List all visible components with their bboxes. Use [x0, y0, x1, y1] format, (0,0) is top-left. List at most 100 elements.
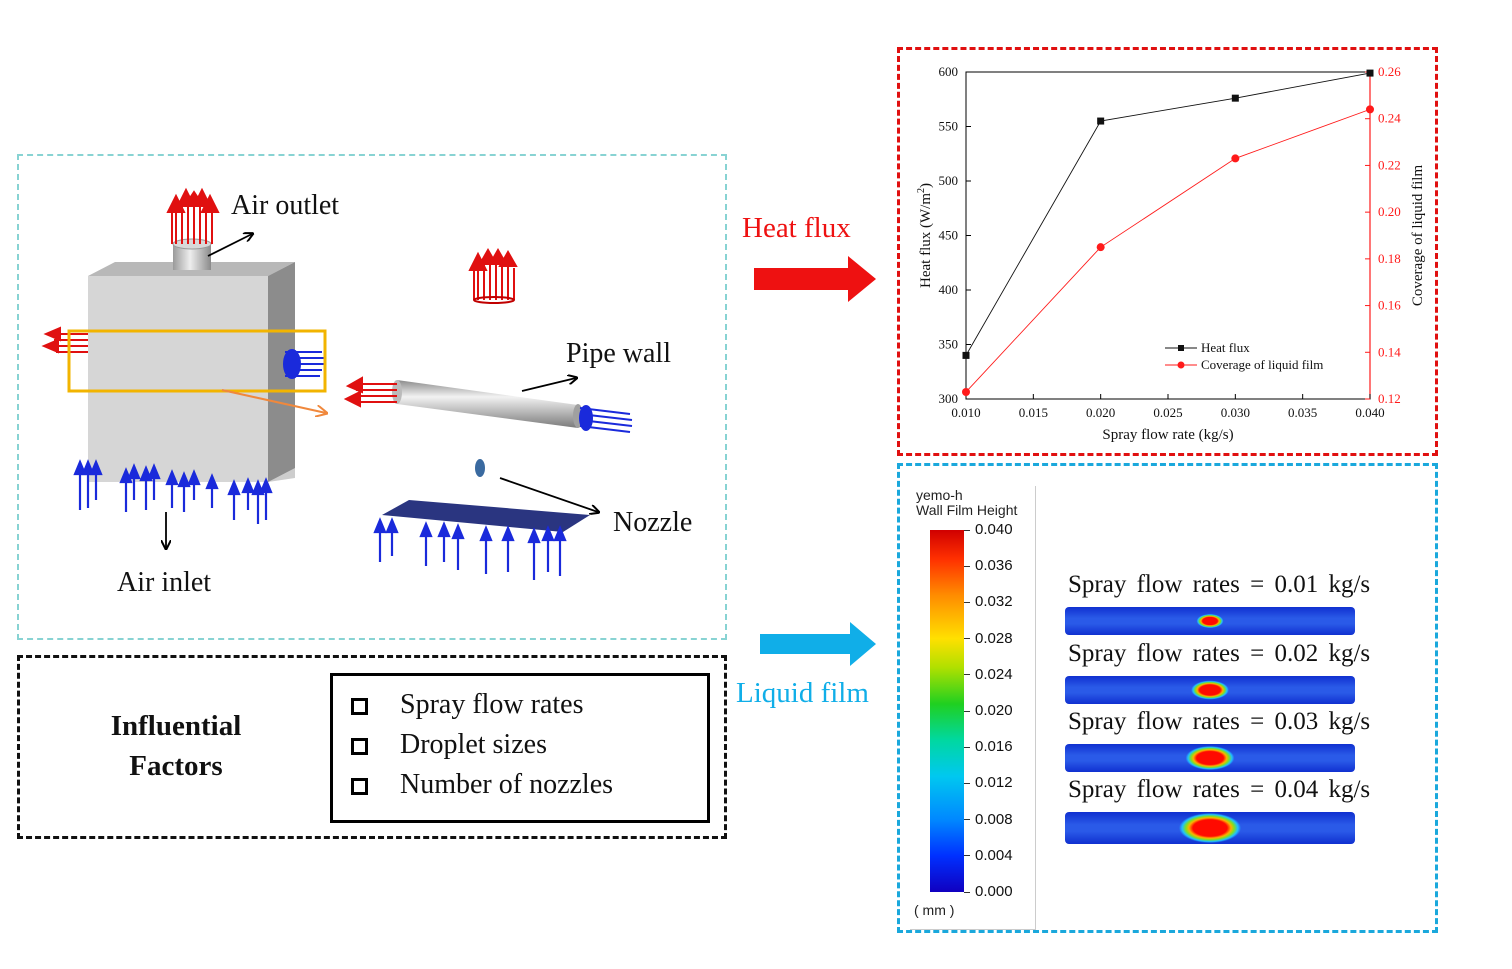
x-tick-label: 0.010: [951, 405, 980, 420]
colorbar-tick: [964, 819, 970, 821]
film-panel: [897, 463, 1438, 933]
colorbar-tick: [964, 674, 970, 676]
pipe-inlet-arrows: [343, 376, 397, 408]
y-tick-label: 450: [939, 228, 959, 243]
colorbar-header-line1: yemo-h: [916, 487, 963, 503]
film-case-label: Spray flow rates = 0.02 kg/s: [1068, 640, 1371, 667]
legend-label: Coverage of liquid film: [1201, 357, 1323, 372]
colorbar-tick: [964, 565, 970, 567]
colorbar-tick: [964, 891, 970, 893]
y-tick-label: 550: [939, 119, 959, 134]
liquid-film-label: Liquid film: [736, 677, 869, 709]
colorbar-unit: ( mm ): [914, 902, 955, 918]
colorbar-tick: [964, 638, 970, 640]
nozzle-pointer: [499, 477, 598, 512]
y2-tick-label: 0.12: [1378, 391, 1401, 406]
inlet-arrows: [73, 459, 273, 524]
colorbar-tick: [964, 855, 970, 857]
heat-flux-arrow-icon: [754, 256, 876, 302]
highlight-box: [67, 329, 327, 393]
y2-tick-label: 0.14: [1378, 344, 1401, 359]
plot-frame: [965, 71, 1371, 400]
y2-tick-label: 0.24: [1378, 111, 1401, 126]
data-point: [1231, 94, 1239, 102]
outlet-arrows-detached: [468, 247, 518, 304]
nozzle-marker: [475, 459, 485, 477]
film-contour-pipe: [1065, 676, 1355, 704]
pipe-wall-pointer: [521, 378, 576, 392]
y-tick-label: 500: [939, 173, 959, 188]
y2-tick-label: 0.22: [1378, 157, 1401, 172]
data-point: [1366, 105, 1374, 114]
inlet-plate: [382, 500, 590, 532]
factors-title: Influential Factors: [96, 706, 256, 786]
y2-tick-label: 0.20: [1378, 204, 1401, 219]
heat-flux-label: Heat flux: [742, 212, 851, 244]
data-point: [1096, 243, 1105, 252]
legend-marker: [1177, 361, 1185, 369]
factors-panel: [17, 655, 727, 839]
nozzle-label: Nozzle: [613, 507, 693, 538]
air-inlet-label: Air inlet: [117, 567, 212, 598]
checkbox-icon[interactable]: [351, 698, 368, 716]
colorbar-tick-label: 0.040: [975, 521, 1013, 538]
colorbar-tick: [964, 782, 970, 784]
film-case-label: Spray flow rates = 0.01 kg/s: [1068, 571, 1371, 598]
factor-item: Number of nozzles: [351, 769, 613, 801]
pipe-outlet-arrows: [579, 405, 633, 433]
colorbar-tick-label: 0.036: [975, 557, 1013, 575]
colorbar-tick: [964, 710, 970, 712]
factor-item: Spray flow rates: [351, 689, 584, 721]
colorbar-header: yemo-h Wall Film Height: [916, 488, 1017, 518]
colorbar-tick-label: 0.012: [975, 774, 1013, 792]
colorbar-tick-label: 0.024: [975, 665, 1013, 683]
colorbar-tick-label: 0.004: [975, 846, 1013, 864]
model-panel: [17, 154, 727, 640]
colorbar-tick-label: 0.016: [975, 738, 1013, 756]
data-point: [1231, 154, 1240, 163]
liquid-film-arrow-icon: [760, 622, 876, 666]
air-outlet-pointer: [207, 234, 252, 257]
colorbar-tick: [964, 601, 970, 603]
colorbar-tick-label: 0.020: [975, 702, 1013, 719]
air-outlet-label: Air outlet: [231, 190, 340, 221]
factors-list: Spray flow rates Droplet sizes Number of…: [330, 673, 710, 823]
film-contour-pipe: [1065, 607, 1355, 635]
factors-title-line2: Factors: [129, 750, 223, 782]
series-line-coverage: [965, 108, 1371, 393]
x-tick-label: 0.020: [1086, 405, 1115, 420]
factors-title-line1: Influential: [110, 710, 242, 742]
data-point: [1366, 69, 1374, 77]
film-panel-inner: [910, 486, 1036, 930]
checkbox-icon[interactable]: [351, 738, 368, 756]
data-point: [962, 387, 970, 396]
colorbar: [930, 530, 964, 892]
pipe: [392, 380, 583, 428]
duct-box: [88, 262, 295, 482]
checkbox-icon[interactable]: [351, 778, 368, 796]
y-tick-label: 600: [939, 64, 959, 79]
film-case-label: Spray flow rates = 0.03 kg/s: [1068, 708, 1371, 735]
x-tick-label: 0.030: [1221, 405, 1250, 420]
colorbar-tick-label: 0.028: [975, 629, 1013, 647]
x-tick-label: 0.035: [1288, 405, 1317, 420]
y-tick-label: 350: [939, 337, 959, 352]
y-tick-label: 300: [939, 391, 959, 406]
y-axis-title: Heat flux (W/m2): [916, 183, 934, 288]
plate-inlet-arrows: [373, 517, 567, 580]
film-contour-pipe: [1065, 812, 1355, 844]
x-tick-label: 0.040: [1355, 405, 1384, 420]
y-tick-label: 400: [939, 282, 959, 297]
film-case-label: Spray flow rates = 0.04 kg/s: [1068, 776, 1371, 803]
outlet-arrows: [166, 187, 220, 244]
data-point: [1097, 117, 1105, 125]
y2-tick-label: 0.18: [1378, 251, 1401, 266]
colorbar-tick: [964, 529, 970, 531]
x-tick-label: 0.025: [1153, 405, 1182, 420]
y2-tick-label: 0.26: [1378, 64, 1401, 79]
colorbar-header-line2: Wall Film Height: [916, 502, 1018, 518]
colorbar-tick-label: 0.008: [975, 810, 1013, 828]
chart-panel: [897, 47, 1438, 456]
x-axis-title: Spray flow rate (kg/s): [1102, 427, 1233, 443]
